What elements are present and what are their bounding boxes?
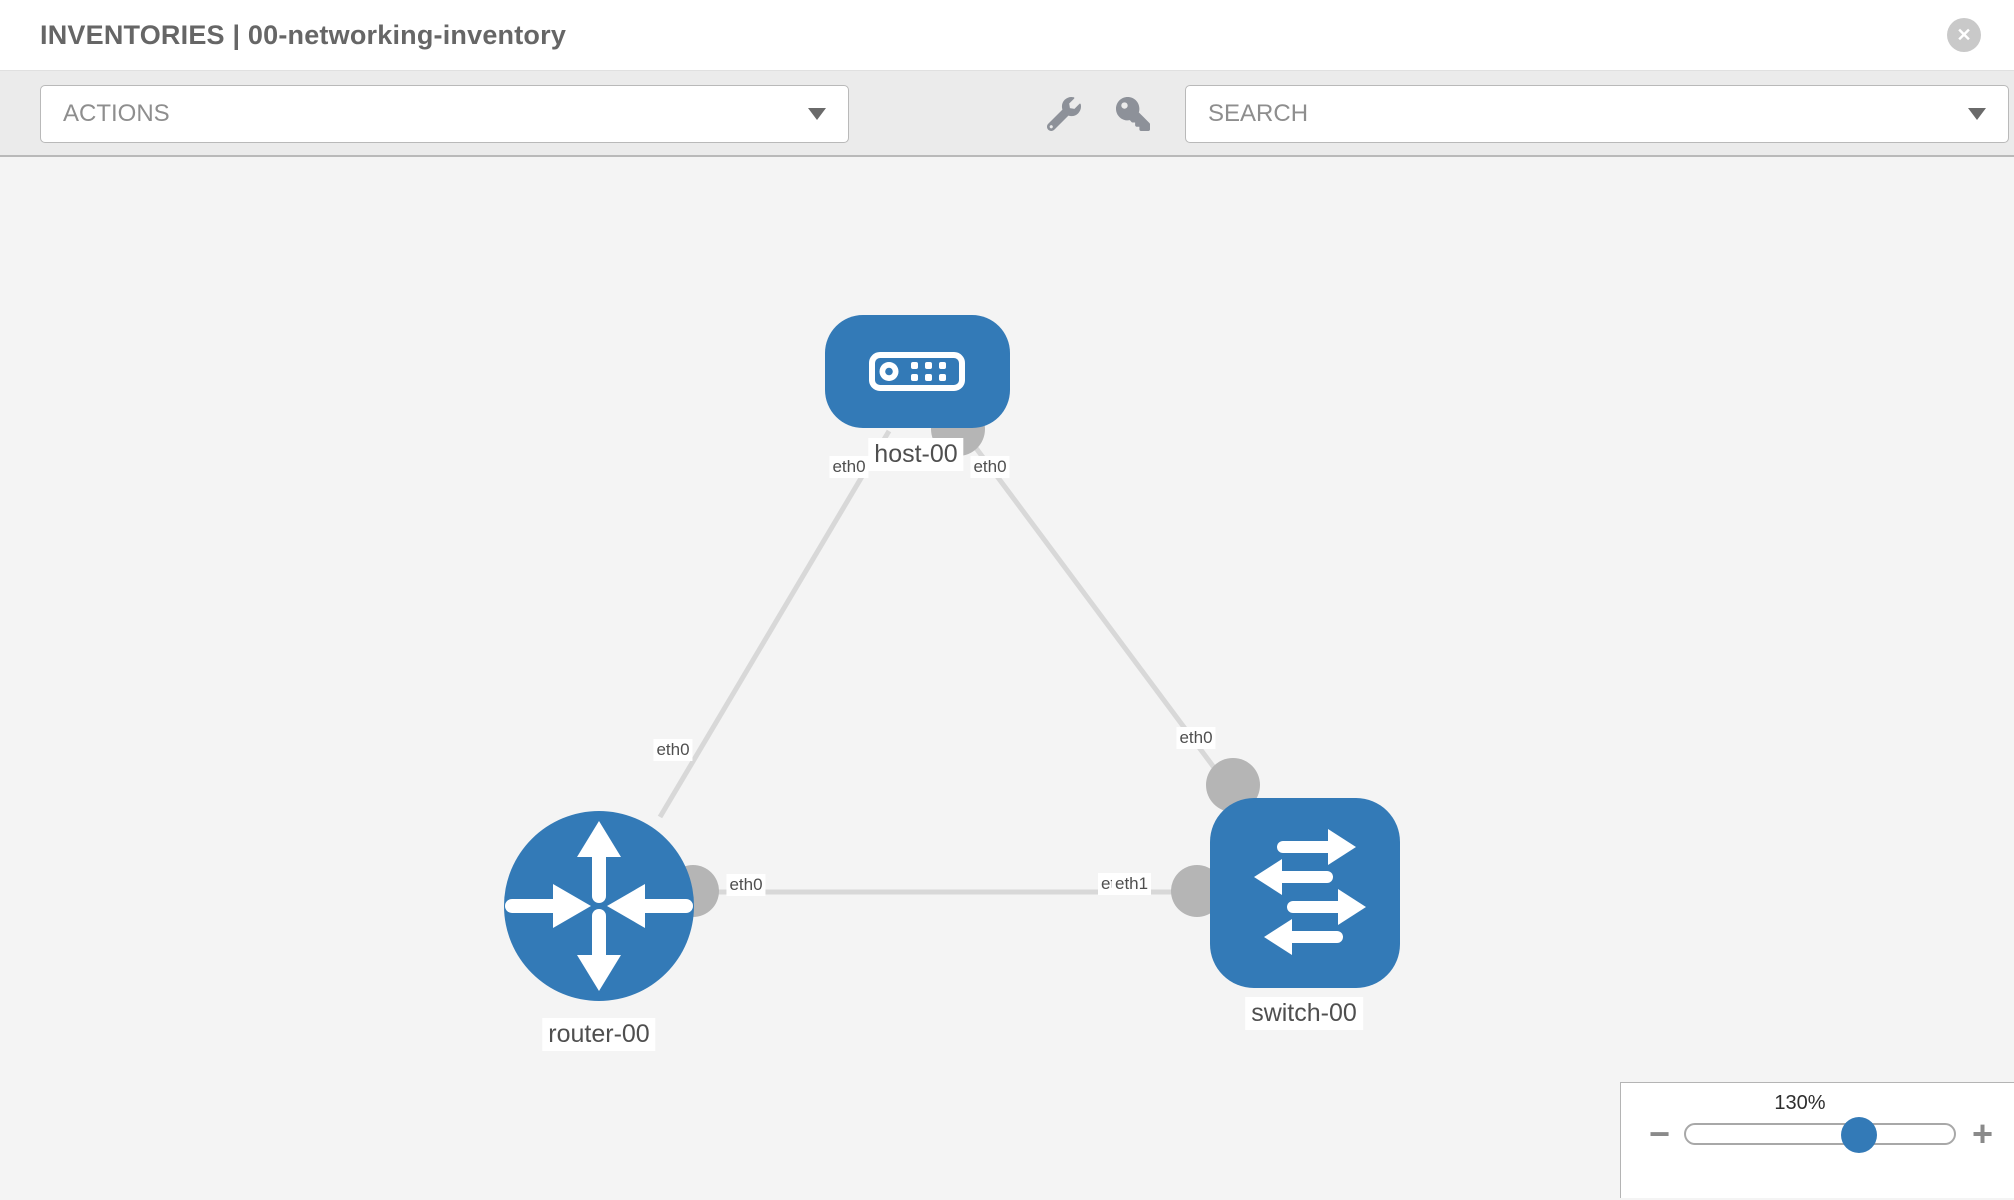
topology-canvas[interactable]: host-00 router-00 switch-00 eth0 eth0 et… — [0, 157, 2014, 1198]
router-icon — [505, 821, 693, 991]
iface-label-router-uplink: eth0 — [653, 739, 693, 761]
iface-label-hlink-left: eth0 — [726, 874, 766, 896]
search-dropdown[interactable]: SEARCH — [1185, 85, 2009, 143]
zoom-slider[interactable] — [1684, 1117, 1957, 1153]
link-host-router — [657, 429, 892, 819]
host-icon — [869, 352, 965, 391]
chevron-down-icon — [808, 108, 826, 120]
iface-label-switch-uplink: eth0 — [1176, 727, 1216, 749]
node-host-00[interactable] — [825, 315, 1010, 428]
node-switch-00[interactable] — [1210, 798, 1400, 988]
node-router-00[interactable] — [504, 811, 694, 1001]
close-icon: ✕ — [1956, 24, 1972, 45]
zoom-controls: − + — [1621, 1116, 2014, 1153]
iface-label-host-right: eth0 — [970, 456, 1010, 478]
iface-label-hlink-right-front: eth1 — [1112, 873, 1152, 895]
zoom-in-button[interactable]: + — [1972, 1116, 1993, 1152]
zoom-panel: 130% − + — [1620, 1082, 2014, 1198]
zoom-out-button[interactable]: − — [1649, 1116, 1670, 1152]
iface-label-host-left: eth0 — [829, 456, 869, 478]
minus-icon: − — [1649, 1113, 1671, 1154]
wrench-icon — [1046, 97, 1081, 132]
zoom-slider-thumb[interactable] — [1841, 1117, 1878, 1153]
switch-icon — [1254, 829, 1366, 955]
page-title: INVENTORIES | 00-networking-inventory — [40, 19, 567, 50]
port-switch-eth0 — [1206, 758, 1260, 812]
node-label-host: host-00 — [868, 438, 964, 471]
key-icon — [1116, 97, 1150, 131]
actions-dropdown-label: ACTIONS — [63, 100, 170, 127]
toolbar: ACTIONS SEARCH — [0, 71, 2014, 157]
actions-dropdown[interactable]: ACTIONS — [40, 85, 849, 143]
zoom-level-label: 130% — [1774, 1092, 1826, 1114]
page-header: INVENTORIES | 00-networking-inventory ✕ — [0, 0, 2014, 71]
topology-graph — [504, 315, 1400, 1001]
credentials-button[interactable] — [1116, 97, 1150, 131]
plus-icon: + — [1972, 1113, 1994, 1154]
node-label-switch: switch-00 — [1245, 997, 1363, 1030]
close-button[interactable]: ✕ — [1947, 18, 1981, 52]
search-placeholder: SEARCH — [1208, 100, 1309, 127]
chevron-down-icon — [1968, 108, 1986, 120]
adhoc-commands-button[interactable] — [1046, 97, 1081, 132]
node-label-router: router-00 — [542, 1018, 656, 1051]
